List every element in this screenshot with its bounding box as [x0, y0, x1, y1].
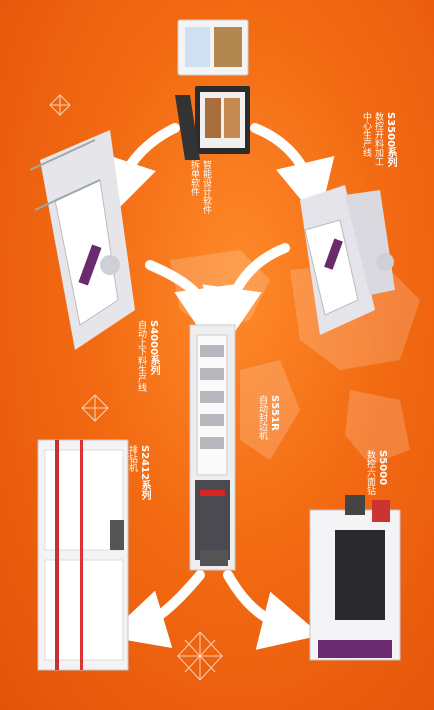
machine-s4000	[29, 130, 135, 350]
arrow-to-s2412	[106, 570, 205, 649]
label-s2412: S2412系列 排钻机	[127, 445, 150, 501]
machine-s551r	[189, 324, 236, 571]
label-s551r: S551R 自动封边机	[257, 395, 280, 440]
machine-s2412	[37, 439, 129, 671]
label-s3500: S3500系列 数控开料加工 中心生产线	[361, 112, 396, 168]
label-s5000: S5000 数控六面钻	[365, 450, 388, 495]
software-screens	[175, 19, 250, 160]
arrow-to-s5000	[223, 570, 322, 650]
arrow-s4000-to-s551r	[145, 260, 234, 348]
diamond-small-2	[81, 394, 109, 422]
label-s4000: S4000系列 自动上下料生产线	[136, 320, 159, 392]
label-software: 智能设计软件 拆单软件	[189, 160, 211, 214]
diamond-large	[177, 631, 223, 681]
machine-s3500	[300, 185, 395, 335]
arrow-to-s3500	[250, 123, 335, 222]
arrow-s3500-to-s551r	[202, 243, 290, 348]
machine-s5000	[309, 495, 401, 661]
arrow-to-s4000	[99, 123, 180, 219]
diamond-small-1	[49, 94, 71, 116]
